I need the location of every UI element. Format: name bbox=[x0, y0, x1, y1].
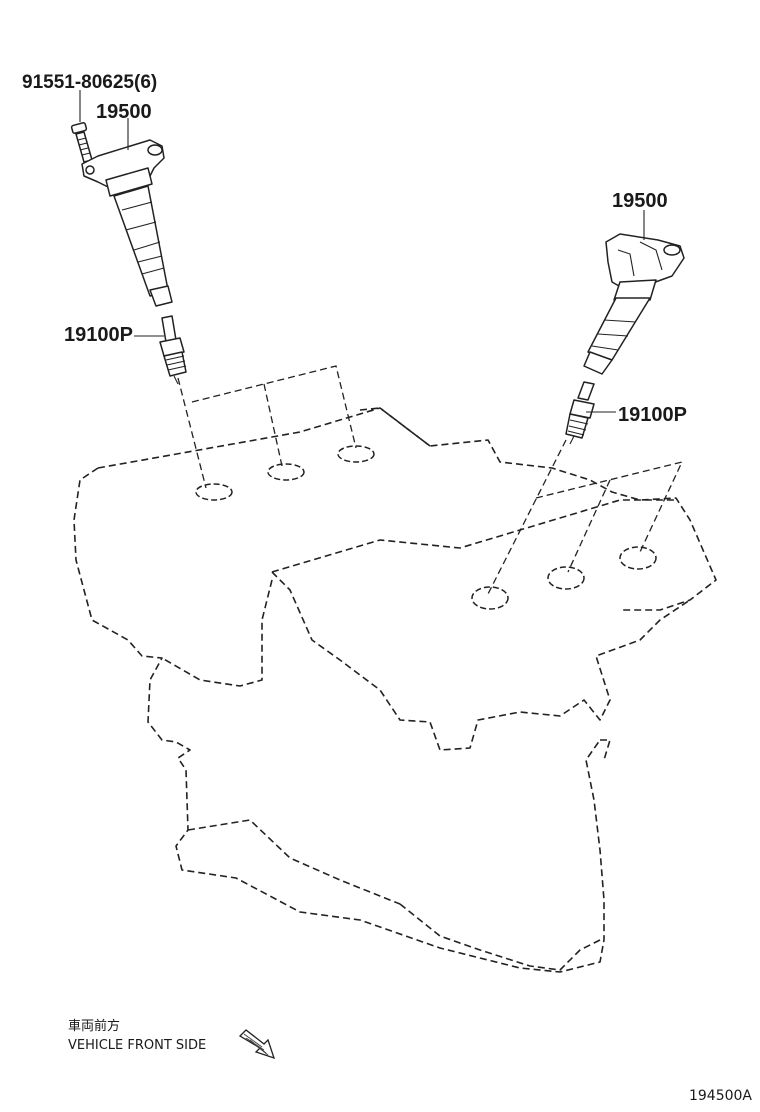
spark-plug-right-icon bbox=[565, 381, 595, 445]
direction-arrow-icon bbox=[238, 1029, 276, 1060]
plug-hole-left-2 bbox=[267, 463, 305, 481]
vehicle-front-jp-label: 車両前方 bbox=[68, 1018, 120, 1034]
leader-lines bbox=[79, 90, 645, 413]
plug-right-part-number: 19100P bbox=[618, 404, 687, 426]
ignition-coil-left-icon bbox=[81, 139, 173, 307]
figure-id: 194500A bbox=[689, 1088, 752, 1104]
coil-right-part-number: 19500 bbox=[612, 190, 668, 212]
plug-hole-right-1 bbox=[471, 586, 509, 610]
spark-plug-left-icon bbox=[159, 315, 187, 385]
plug-hole-left-1 bbox=[195, 483, 233, 501]
bolt-icon bbox=[70, 122, 93, 163]
engine-block-outline bbox=[73, 407, 717, 973]
bolt-part-number: 91551-80625(6) bbox=[22, 72, 157, 93]
installation-lead-lines bbox=[177, 365, 684, 595]
ignition-coil-right-icon bbox=[583, 233, 685, 375]
plug-hole-right-3 bbox=[619, 546, 657, 570]
vehicle-front-en-label: VEHICLE FRONT SIDE bbox=[68, 1038, 206, 1053]
plug-left-part-number: 19100P bbox=[64, 324, 133, 346]
plug-hole-right-2 bbox=[547, 566, 585, 590]
coil-left-part-number: 19500 bbox=[96, 101, 152, 123]
spark-plug-holes bbox=[195, 445, 657, 610]
plug-hole-left-3 bbox=[337, 445, 375, 463]
